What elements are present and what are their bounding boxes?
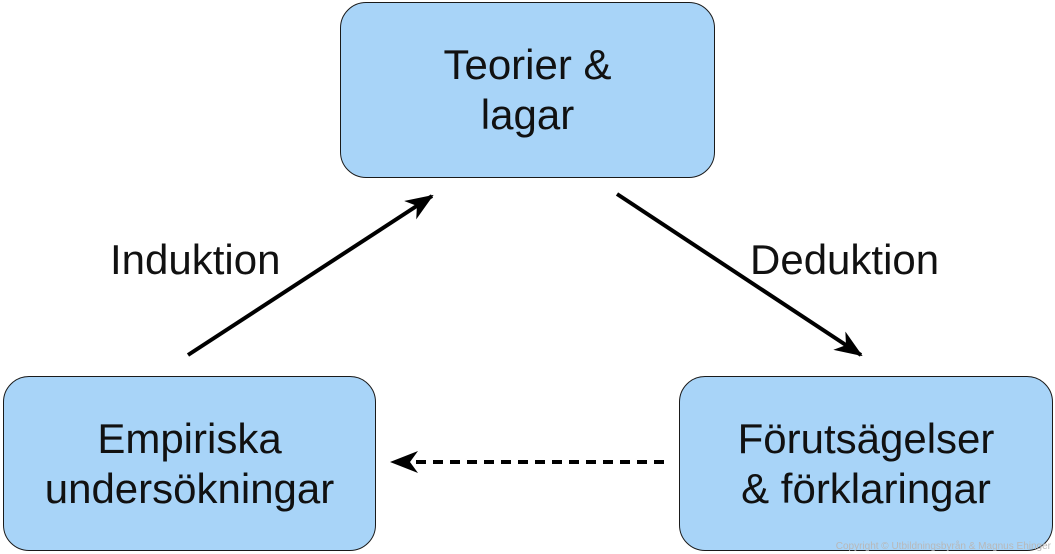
induction-arrow — [186, 194, 434, 357]
node-theories-laws-line1: Teorier & — [443, 41, 612, 88]
deduction-label: Deduktion — [750, 236, 940, 283]
node-empirical-studies-line2: undersökningar — [44, 464, 335, 512]
deduction-arrow — [615, 192, 863, 357]
node-predictions-explanations-line2: & förklaringar — [741, 464, 991, 512]
node-empirical-studies: Empiriska undersökningar — [3, 376, 376, 551]
node-empirical-studies-line1: Empiriska — [97, 414, 282, 462]
node-predictions-explanations: Förutsägelser & förklaringar — [679, 376, 1053, 551]
node-predictions-explanations-line1: Förutsägelser — [737, 414, 995, 462]
node-theories-laws: Teorier & lagar — [340, 2, 715, 178]
copyright-watermark: Copyright © Utbildningsbyrån & Magnus Eh… — [835, 541, 1051, 552]
induction-label: Induktion — [110, 236, 281, 283]
node-theories-laws-line2: lagar — [480, 91, 575, 138]
